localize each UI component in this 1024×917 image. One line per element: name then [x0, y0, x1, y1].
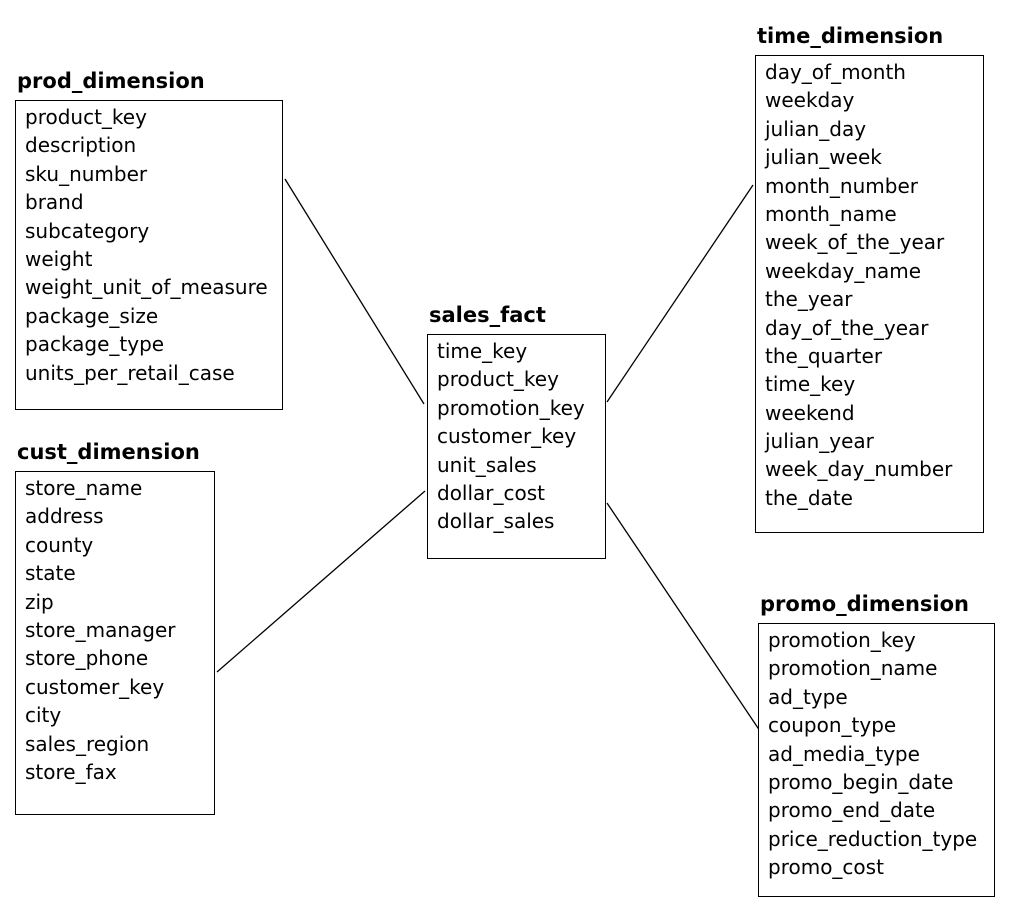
- field-row: store_fax: [25, 759, 117, 784]
- field-row: the_year: [765, 287, 853, 312]
- field-row: county: [25, 532, 94, 557]
- field-row: customer_key: [25, 674, 165, 699]
- field-row: coupon_type: [768, 713, 897, 738]
- field-row: day_of_month: [765, 60, 906, 84]
- field-row: month_name: [765, 201, 897, 226]
- sales-fact-field-list: time_key product_key promotion_key customer…: [428, 335, 605, 536]
- sales-fact-box: time_key product_key promotion_key customer…: [427, 334, 606, 559]
- field-row: subcategory: [25, 218, 150, 243]
- field-row: the_quarter: [765, 343, 883, 368]
- field-row: time_key: [765, 372, 856, 397]
- sales-fact-title: sales_fact: [429, 303, 546, 327]
- field-row: weekday: [765, 88, 855, 113]
- field-row: ad_type: [768, 684, 848, 709]
- field-row: promotion_key: [437, 395, 585, 420]
- time-dimension-title: time_dimension: [757, 24, 944, 48]
- field-row: the_date: [765, 485, 853, 510]
- connector-cust-sales: [216, 490, 426, 673]
- field-row: customer_key: [437, 424, 577, 449]
- field-row: price_reduction_type: [768, 826, 978, 851]
- field-row: product_key: [437, 367, 559, 392]
- field-row: julian_year: [765, 429, 874, 454]
- field-row: time_key: [437, 339, 528, 363]
- field-row: zip: [25, 589, 54, 614]
- field-row: promotion_key: [768, 628, 916, 652]
- field-row: promotion_name: [768, 656, 938, 681]
- connector-promo-sales: [606, 502, 761, 732]
- field-row: city: [25, 703, 62, 728]
- field-row: julian_day: [765, 116, 867, 141]
- connector-time-sales: [606, 184, 754, 403]
- field-row: week_of_the_year: [765, 230, 945, 255]
- field-row: address: [25, 504, 104, 529]
- field-row: weekend: [765, 400, 855, 425]
- field-row: package_type: [25, 332, 165, 357]
- field-row: unit_sales: [437, 452, 537, 477]
- field-row: month_number: [765, 173, 918, 198]
- field-row: weekday_name: [765, 258, 922, 283]
- field-row: promo_cost: [768, 855, 884, 880]
- field-row: week_day_number: [765, 457, 953, 482]
- field-row: brand: [25, 190, 84, 215]
- field-row: day_of_the_year: [765, 315, 929, 340]
- field-row: ad_media_type: [768, 741, 920, 766]
- field-row: units_per_retail_case: [25, 360, 235, 385]
- promo-dimension-title: promo_dimension: [760, 592, 970, 616]
- connector-prod-sales: [284, 178, 425, 405]
- field-row: store_manager: [25, 617, 176, 642]
- field-row: store_phone: [25, 646, 149, 671]
- field-row: package_size: [25, 303, 159, 328]
- field-row: state: [25, 561, 76, 586]
- cust-dimension-title: cust_dimension: [17, 440, 200, 464]
- field-row: product_key: [25, 105, 147, 129]
- field-row: sales_region: [25, 731, 150, 756]
- field-row: dollar_cost: [437, 480, 546, 505]
- field-row: julian_week: [765, 145, 882, 170]
- field-row: weight_unit_of_measure: [25, 275, 268, 300]
- field-row: sku_number: [25, 161, 148, 186]
- prod-dimension-title: prod_dimension: [17, 69, 205, 93]
- field-row: promo_begin_date: [768, 769, 954, 794]
- field-row: dollar_sales: [437, 509, 555, 534]
- field-row: weight: [25, 246, 93, 271]
- field-row: store_name: [25, 476, 143, 500]
- field-row: description: [25, 133, 137, 158]
- field-row: promo_end_date: [768, 798, 936, 823]
